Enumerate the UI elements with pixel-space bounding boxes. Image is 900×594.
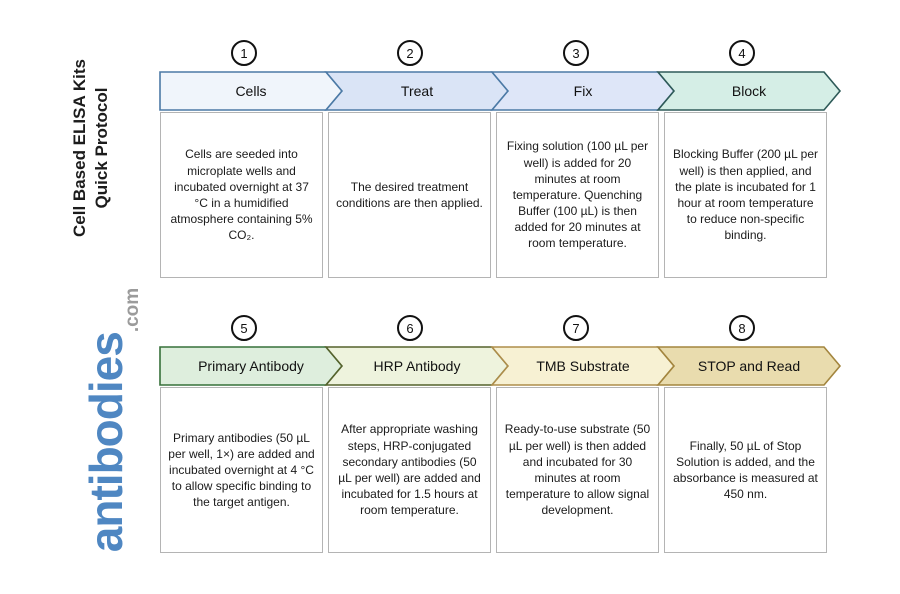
- arrow-band-row1: [159, 71, 842, 111]
- step-number-6: 6: [397, 315, 423, 341]
- step-number-8: 8: [729, 315, 755, 341]
- step-number-4: 4: [729, 40, 755, 66]
- step-description-7: Ready-to-use substrate (50 µL per well) …: [496, 387, 659, 553]
- logo-suffix: .com: [122, 287, 143, 333]
- step-description-5: Primary antibodies (50 µL per well, 1×) …: [160, 387, 323, 553]
- step-number-1: 1: [231, 40, 257, 66]
- step-label-block: Block: [731, 83, 767, 99]
- step-label-primary-antibody: Primary Antibody: [198, 358, 304, 374]
- step-description-8: Finally, 50 µL of Stop Solution is added…: [664, 387, 827, 553]
- step-label-treat: Treat: [400, 83, 434, 99]
- step-label-fix: Fix: [573, 83, 593, 99]
- step-description-2: The desired treatment conditions are the…: [328, 112, 491, 278]
- step-label-tmb-substrate: TMB Substrate: [536, 358, 630, 374]
- step-description-6: After appropriate washing steps, HRP-con…: [328, 387, 491, 553]
- antibodies-logo: antibodies.com: [57, 270, 143, 570]
- step-label-stop-and-read: STOP and Read: [697, 358, 801, 374]
- step-label-cells: Cells: [235, 83, 267, 99]
- step-number-5: 5: [231, 315, 257, 341]
- step-arrow-shape: [656, 71, 842, 111]
- step-label-hrp-antibody: HRP Antibody: [373, 358, 461, 374]
- step-description-3: Fixing solution (100 µL per well) is add…: [496, 112, 659, 278]
- step-description-1: Cells are seeded into microplate wells a…: [160, 112, 323, 278]
- step-number-7: 7: [563, 315, 589, 341]
- step-arrow-shape: [656, 346, 842, 386]
- arrow-band-row2: [159, 346, 842, 386]
- step-number-3: 3: [563, 40, 589, 66]
- step-number-2: 2: [397, 40, 423, 66]
- step-description-4: Blocking Buffer (200 µL per well) is the…: [664, 112, 827, 278]
